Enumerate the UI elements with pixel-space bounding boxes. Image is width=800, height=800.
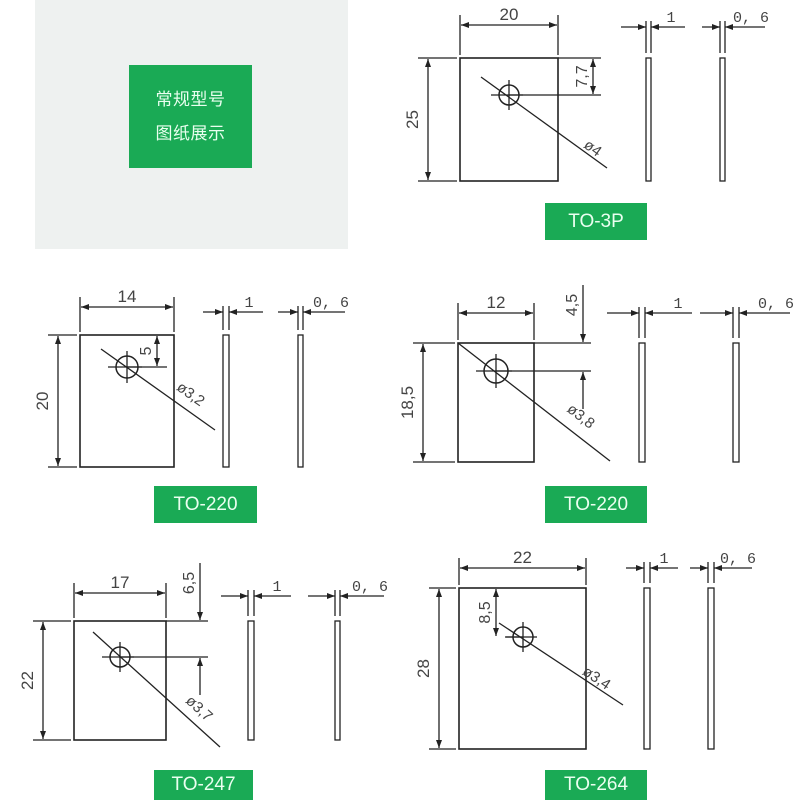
height-dim-value: 28 xyxy=(414,659,433,678)
hole-offset-value: 8,5 xyxy=(477,601,494,623)
hole-offset-value: 6,5 xyxy=(181,572,198,594)
hole-diameter-value: ø4 xyxy=(581,136,605,160)
diameter-leader xyxy=(100,348,216,431)
thickness-value: 1 xyxy=(272,579,281,596)
thickness-strip xyxy=(638,342,646,463)
thickness-value: 1 xyxy=(673,296,682,313)
thickness-strip xyxy=(334,620,341,741)
width-dim-value: 12 xyxy=(487,293,506,312)
thickness-view: 0, 6 xyxy=(308,579,388,741)
package-label-to-220-a: TO-220 xyxy=(154,486,257,523)
package-label-to-264: TO-264 xyxy=(545,770,647,800)
package-label-to-220-b: TO-220 xyxy=(545,486,647,523)
thickness-view: 1 xyxy=(621,10,685,182)
diameter-leader xyxy=(480,76,608,169)
thickness-view: 0, 6 xyxy=(700,296,794,463)
thickness-strip xyxy=(222,334,230,468)
thickness-view: 0, 6 xyxy=(702,10,769,182)
width-dim-value: 20 xyxy=(500,5,519,24)
hole-diameter-value: ø3,2 xyxy=(173,379,207,410)
plate-outline xyxy=(459,57,559,182)
thickness-view: 1 xyxy=(221,579,291,741)
hole-offset-value: 5 xyxy=(138,346,155,355)
plate-outline xyxy=(458,587,587,750)
package-label-to-3p: TO-3P xyxy=(545,203,647,240)
thickness-value: 1 xyxy=(659,551,668,568)
thickness-value: 0, 6 xyxy=(313,295,349,312)
thickness-view: 1 xyxy=(626,551,678,750)
plate-outline xyxy=(73,620,167,741)
height-dim-value: 22 xyxy=(18,671,37,690)
thickness-strip xyxy=(732,342,740,463)
thickness-value: 0, 6 xyxy=(720,551,756,568)
intro-badge: 常规型号 图纸展示 xyxy=(129,65,252,168)
thickness-view: 1 xyxy=(203,295,263,468)
thickness-value: 0, 6 xyxy=(352,579,388,596)
drawing-to-264: 22 28 8,5 ø3,4 1 0, 6 xyxy=(414,548,756,750)
drawing-to-247: 17 22 6,5 ø3,7 1 0, 6 xyxy=(18,563,388,748)
diameter-leader xyxy=(457,342,611,462)
thickness-strip xyxy=(643,587,651,750)
hole-diameter-value: ø3,4 xyxy=(579,663,613,694)
intro-title-line1: 常规型号 xyxy=(155,89,226,110)
hole-diameter-value: ø3,8 xyxy=(564,401,598,433)
height-dim-value: 20 xyxy=(33,392,52,411)
thickness-value: 1 xyxy=(666,10,675,27)
width-dim-value: 22 xyxy=(513,548,532,567)
thickness-value: 0, 6 xyxy=(758,296,794,313)
width-dim-value: 14 xyxy=(118,287,137,306)
hole-offset-value: 7,7 xyxy=(574,65,591,87)
package-label-to-247: TO-247 xyxy=(154,770,253,800)
thickness-strip xyxy=(297,334,304,468)
intro-title-line2: 图纸展示 xyxy=(155,123,226,144)
thickness-strip xyxy=(707,587,715,750)
diameter-leader xyxy=(498,622,624,706)
hole-offset-value: 4,5 xyxy=(564,294,581,316)
thickness-strip xyxy=(645,57,652,182)
height-dim-value: 18,5 xyxy=(398,386,417,419)
width-dim-value: 17 xyxy=(111,573,130,592)
thickness-view: 0, 6 xyxy=(278,295,349,468)
drawing-to-220-a: 14 20 5 ø3,2 1 0, 6 xyxy=(33,287,349,468)
drawing-to-220-b: 12 18,5 4,5 ø3,8 1 0, 6 xyxy=(398,285,794,463)
hole-diameter-value: ø3,7 xyxy=(182,692,216,725)
thickness-value: 1 xyxy=(244,295,253,312)
thickness-view: 1 xyxy=(607,296,692,463)
height-dim-value: 25 xyxy=(403,110,422,129)
drawing-to-3p: 20 25 7,7 ø4 1 0, 6 xyxy=(403,5,769,182)
thickness-strip xyxy=(247,620,255,741)
diameter-leader xyxy=(92,631,221,748)
thickness-view: 0, 6 xyxy=(690,551,756,750)
thickness-strip xyxy=(719,57,726,182)
thickness-value: 0, 6 xyxy=(733,10,769,27)
